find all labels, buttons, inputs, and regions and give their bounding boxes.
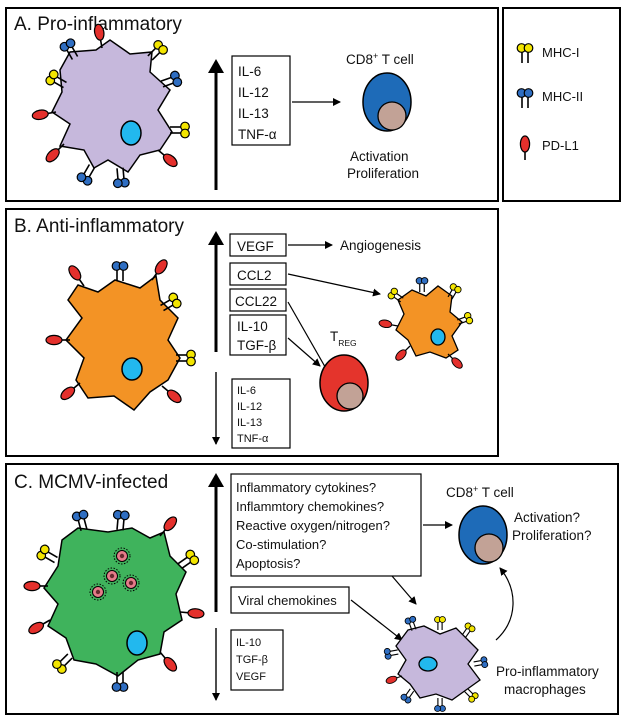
cell-body-purple xyxy=(51,39,173,174)
cytokine-label: IL-12 xyxy=(238,85,269,100)
cell-body-orange xyxy=(395,285,463,359)
question-label: Inflammtory chemokines? xyxy=(236,499,384,514)
pro-inflammatory-macrophage xyxy=(383,614,489,713)
viral-chemokines-label: Viral chemokines xyxy=(238,593,337,608)
mediator-label: IL-13 xyxy=(237,417,262,429)
legend-frame xyxy=(502,7,621,202)
recruitment-arrow xyxy=(350,599,403,641)
treg-label: TREG xyxy=(330,329,357,348)
cytokine-box-a xyxy=(231,55,291,146)
mediator-label: CCL2 xyxy=(237,268,272,283)
panel-b-title: B. Anti-inflammatory xyxy=(14,216,184,237)
question-label: Reactive oxygen/nitrogen? xyxy=(236,518,390,533)
mediator-label: VEGF xyxy=(237,239,274,254)
cell-body-orange xyxy=(65,274,181,411)
activation-arrow xyxy=(495,567,514,641)
treg-nucleus xyxy=(336,382,364,410)
mediator-label: IL-6 xyxy=(237,385,256,397)
macrophage-a xyxy=(30,22,191,189)
angiogenesis-label: Angiogenesis xyxy=(340,238,421,253)
tcell-nucleus xyxy=(474,533,504,563)
macrophage-label: Pro-inflammatory xyxy=(496,664,599,679)
mediator-label: VEGF xyxy=(236,671,266,683)
panel-c-title: C. MCMV-infected xyxy=(14,472,168,493)
macrophage-b xyxy=(45,256,197,411)
mediator-label: TNF-α xyxy=(237,433,269,445)
nucleus xyxy=(120,120,142,146)
legend-label: PD-L1 xyxy=(542,138,579,153)
mediator-label: IL-12 xyxy=(237,401,262,413)
vegf-box xyxy=(229,233,287,257)
cell-body-purple xyxy=(395,625,481,701)
nucleus xyxy=(126,630,148,656)
treg-arrow xyxy=(287,337,321,367)
cytokine-label: IL-13 xyxy=(238,106,269,121)
recruitment-arrow xyxy=(287,273,381,297)
legend: MHC-I MHC-II PD-L1 xyxy=(502,7,621,202)
question-box xyxy=(230,473,422,577)
tcell-label: CD8+ T cell xyxy=(346,51,414,67)
outcome-label: Activation xyxy=(350,149,409,164)
outcome-label: Proliferation? xyxy=(512,528,592,543)
infected-macrophage xyxy=(23,508,206,693)
nucleus xyxy=(418,656,438,672)
mediator-label: CCL22 xyxy=(235,294,277,309)
treg-cell xyxy=(319,354,369,412)
macrophage-arrow xyxy=(391,575,417,605)
question-label: Apoptosis? xyxy=(236,556,300,571)
mediator-label: TGF-β xyxy=(236,654,268,666)
nucleus xyxy=(430,328,446,346)
tcell-nucleus xyxy=(377,101,407,131)
cell-body-green xyxy=(43,527,187,677)
cd8-tcell-c xyxy=(458,505,508,565)
legend-label: MHC-II xyxy=(542,89,583,104)
cytokine-label: TNF-α xyxy=(238,127,277,142)
panel-b: B. Anti-inflammatory VEGF CCL2 CCL22 IL-… xyxy=(5,208,499,457)
panel-c: C. MCMV-infected Inflammatory cytokines?… xyxy=(5,463,619,715)
cytokine-label: IL-6 xyxy=(238,64,261,79)
tcell-label: CD8+ T cell xyxy=(446,484,514,500)
macrophage-label: macrophages xyxy=(504,682,586,697)
viral-chemokines-box xyxy=(230,586,350,614)
mediator-label: IL-10 xyxy=(236,637,261,649)
panel-a: A. Pro-inflammatory IL-6 IL-12 IL-13 TNF… xyxy=(5,7,499,202)
recruited-macrophage xyxy=(377,276,475,371)
downregulated-box-c xyxy=(230,629,284,691)
question-label: Co-stimulation? xyxy=(236,537,326,552)
ccl2-box xyxy=(229,262,287,286)
mediator-label: TGF-β xyxy=(237,338,276,353)
legend-label: MHC-I xyxy=(542,45,580,60)
nucleus xyxy=(121,357,143,381)
outcome-label: Activation? xyxy=(514,510,580,525)
downregulated-box-b xyxy=(231,378,291,449)
mediator-label: IL-10 xyxy=(237,319,268,334)
question-label: Inflammatory cytokines? xyxy=(236,480,376,495)
il10-tgfb-box xyxy=(229,314,287,356)
cd8-tcell-a xyxy=(362,72,412,132)
outcome-label: Proliferation xyxy=(347,166,419,181)
ccl22-box xyxy=(229,288,287,312)
